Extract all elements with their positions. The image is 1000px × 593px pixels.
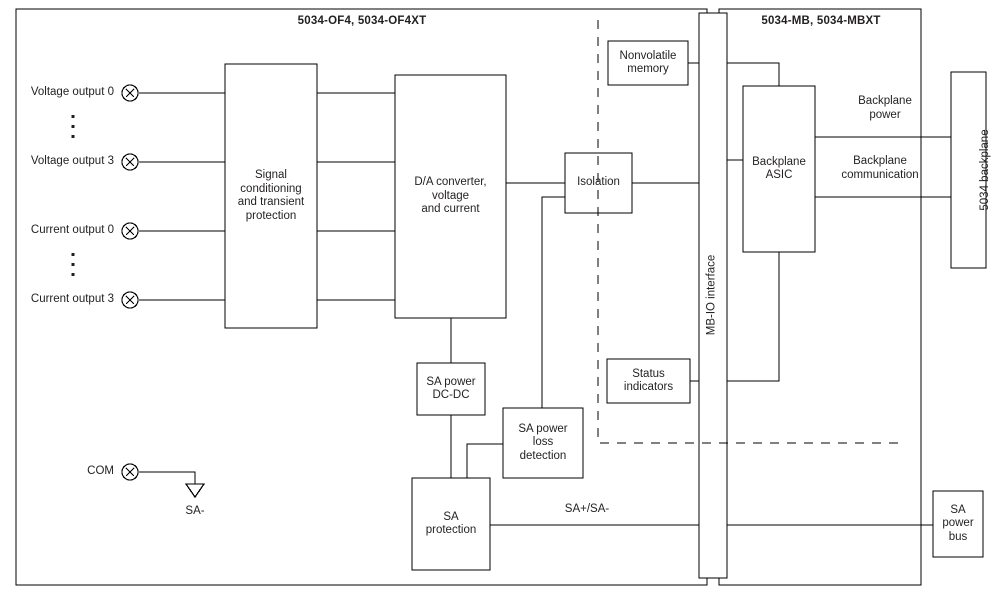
screw-terminal-icons [121,84,139,481]
connection-label-backplane-power: Backplane power [858,95,912,121]
block-backplane-asic [742,85,816,253]
block-da-converter [394,74,507,319]
terminal-label-voltage-output-0: Voltage output 0 [30,86,114,98]
title-left-module: 5034-OF4, 5034-OF4XT [297,15,427,27]
block-label-da-converter: D/A converter, voltage and current [414,176,487,216]
sa-minus-arrow-icon [184,483,206,499]
isolation-barrier-dashed [597,20,900,444]
screw-terminal-icon-current-0 [121,222,139,240]
block-sa-power-bus [932,490,984,558]
block-label-mb-io-interface: MB-IO interface [705,254,718,336]
terminal-label-com: COM [87,465,114,477]
lead-com [139,471,196,484]
block-sa-power-dc-dc [416,362,486,416]
block-mb-io-interface [698,12,728,579]
block-label-sa-power-dc-dc: SA power DC-DC [426,375,476,402]
screw-terminal-icon-voltage-0 [121,84,139,102]
block-label-5034-backplane: 5034 backplane [979,129,992,211]
link-saloss-saprotect [466,443,503,478]
title-right-module: 5034-MB, 5034-MBXT [761,15,881,27]
terminal-label-current-output-0: Current output 0 [30,224,114,236]
block-signal-conditioning [224,63,318,329]
screw-terminal-icon-com [121,463,139,481]
link-mbio-asic-bottom [727,252,780,382]
connection-label-backplane-communication: Backplane communication [841,155,919,181]
block-label-nonvolatile-memory: Nonvolatile memory [619,49,677,76]
connection-label-sa-plus-sa-minus: SA+/SA- [564,503,610,515]
link-isolation-sa-loss [541,196,565,408]
block-label-signal-conditioning: Signal conditioning and transient protec… [237,169,305,222]
screw-terminal-icon-voltage-3 [121,153,139,171]
block-label-sa-protection: SA protection [425,510,477,537]
terminal-label-current-output-3: Current output 3 [30,293,114,305]
block-label-status-indicators: Status indicators [623,367,674,394]
block-label-isolation: Isolation [577,176,620,189]
terminal-label-voltage-output-3: Voltage output 3 [30,155,114,167]
block-label-sa-minus: SA- [185,505,205,517]
link-mbio-asic-top [727,62,780,86]
block-label-sa-power-bus: SA power bus [942,503,974,543]
screw-terminal-icon-current-3 [121,291,139,309]
block-label-sa-power-loss-detection: SA power loss detection [518,422,568,462]
block-sa-power-loss-detection [502,407,584,479]
block-sa-protection [411,477,491,571]
frame-left-module [15,8,708,586]
block-label-backplane-asic: Backplane ASIC [752,155,806,182]
block-5034-backplane [950,71,987,269]
